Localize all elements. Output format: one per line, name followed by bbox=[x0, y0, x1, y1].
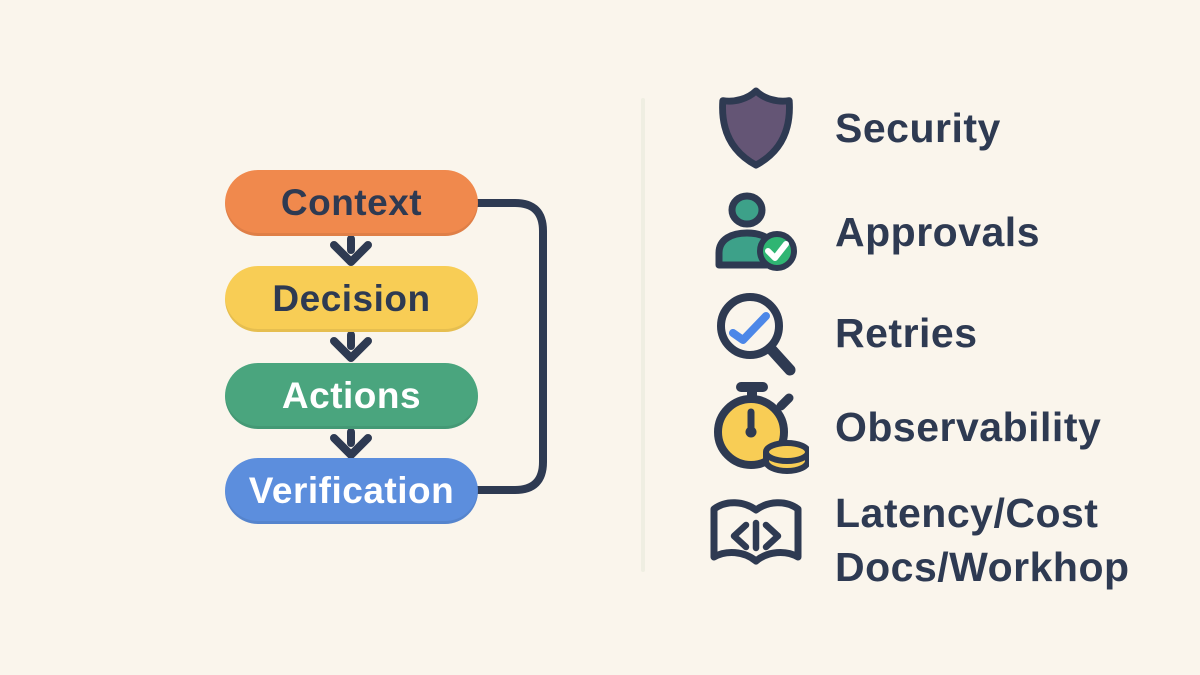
flow-connectors bbox=[330, 199, 547, 494]
magnifier-trend-icon bbox=[717, 293, 796, 376]
stopwatch-coin-icon bbox=[714, 382, 809, 474]
legend-label-line1: Latency/Cost bbox=[835, 489, 1099, 536]
legend-label: Security bbox=[835, 104, 1001, 151]
user-approved-icon bbox=[715, 192, 797, 271]
legend-label: Latency/Cost Docs/Workhop bbox=[835, 486, 1130, 594]
section-divider bbox=[641, 98, 645, 572]
flow-arrow bbox=[330, 428, 372, 459]
flow-node-context: Context bbox=[225, 170, 478, 236]
code-book-icon bbox=[710, 499, 802, 565]
legend-label-line2: Docs/Workhop bbox=[835, 544, 1130, 590]
legend-label: Approvals bbox=[835, 208, 1040, 255]
flow-node-label: Context bbox=[280, 182, 423, 223]
flow-node-label: Decision bbox=[272, 278, 431, 319]
flow-node-actions: Actions bbox=[225, 363, 478, 429]
legend-item-observability: Observability bbox=[703, 380, 1101, 474]
legend-label: Retries bbox=[835, 309, 978, 356]
flow-node-label: Verification bbox=[248, 470, 455, 511]
shield-icon bbox=[719, 87, 793, 169]
flow-node-verification: Verification bbox=[225, 458, 478, 524]
feedback-loop-connector bbox=[474, 199, 547, 494]
flow-node-decision: Decision bbox=[225, 266, 478, 332]
legend-item-security: Security bbox=[703, 84, 1001, 172]
legend-item-retries: Retries bbox=[703, 290, 978, 376]
flow-node-label: Actions bbox=[281, 375, 422, 416]
flow-arrow bbox=[330, 331, 372, 362]
legend-label: Observability bbox=[835, 403, 1102, 450]
flow-arrow bbox=[330, 235, 372, 266]
legend-item-approvals: Approvals bbox=[703, 190, 1040, 274]
legend-item-latency-cost: Latency/Cost Docs/Workhop bbox=[703, 484, 1130, 596]
